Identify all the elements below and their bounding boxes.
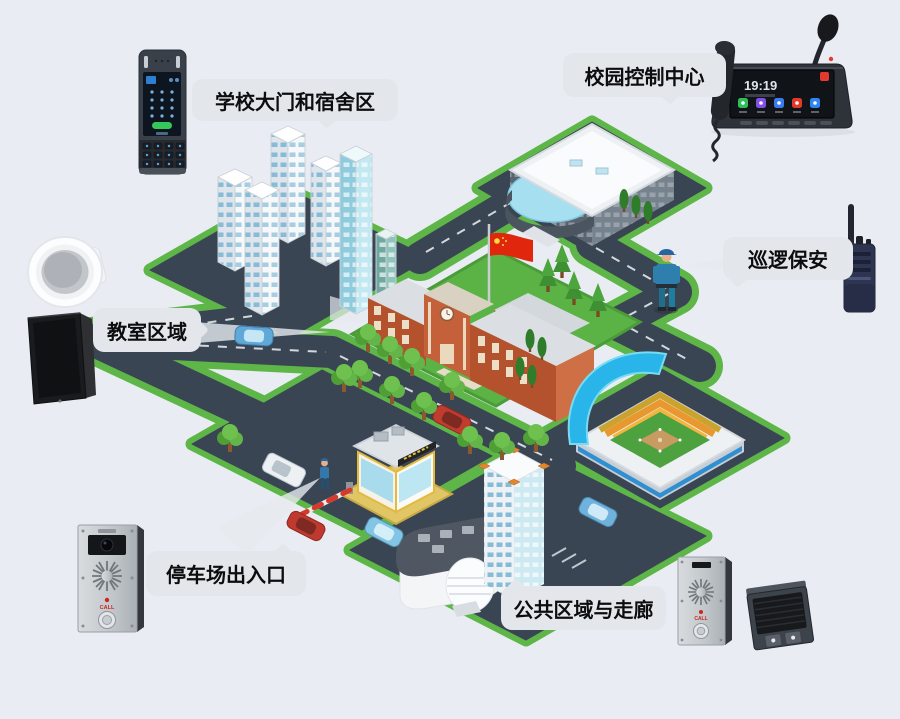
door-intercom-camera-icon: CALL bbox=[77, 524, 144, 633]
horn-speaker-device bbox=[742, 572, 824, 658]
vehicles bbox=[234, 325, 618, 548]
console-screen-time: 19:19 bbox=[744, 78, 777, 93]
paging-console-icon: 19:19 bbox=[710, 14, 855, 163]
label-school-gate-dorm-text: 学校大门和宿舍区 bbox=[215, 91, 375, 114]
paging-console-device: 19:19 bbox=[688, 2, 860, 164]
wall-speaker-device bbox=[24, 312, 100, 410]
label-patrol-guard: 巡逻保安 bbox=[723, 237, 853, 288]
door-intercom-camera-device: CALL bbox=[74, 510, 152, 638]
label-control-center: 校园控制中心 bbox=[563, 53, 726, 105]
stadium bbox=[567, 351, 747, 500]
intercom-call-text: CALL bbox=[100, 605, 115, 611]
label-patrol-guard-text: 巡逻保安 bbox=[748, 250, 828, 272]
parking-attendant bbox=[320, 458, 330, 489]
label-public-corridor-text: 公共区域与走廊 bbox=[513, 599, 654, 622]
security-guard bbox=[653, 249, 680, 314]
video-door-phone-icon bbox=[138, 49, 187, 175]
door-intercom-device: CALL bbox=[672, 548, 738, 670]
door-intercom-icon: CALL bbox=[677, 556, 732, 646]
ceiling-speaker-device bbox=[26, 232, 110, 314]
label-parking-gate: 停车场出入口 bbox=[146, 543, 306, 596]
horn-speaker-icon bbox=[746, 580, 815, 651]
dormitory-buildings bbox=[217, 125, 397, 316]
barrier-gate bbox=[299, 482, 353, 517]
intercom-call-text: CALL bbox=[694, 616, 707, 622]
label-parking-gate-text: 停车场出入口 bbox=[166, 565, 286, 587]
china-flag bbox=[490, 232, 533, 262]
public-area-buildings bbox=[396, 446, 551, 617]
label-control-center-text: 校园控制中心 bbox=[584, 66, 705, 89]
video-door-phone-device bbox=[138, 48, 188, 178]
walkie-talkie-device bbox=[840, 200, 890, 320]
label-classroom: 教室区域 bbox=[93, 308, 209, 352]
public-tower bbox=[477, 446, 551, 600]
wall-speaker-icon bbox=[27, 312, 96, 405]
ceiling-speaker-icon bbox=[27, 236, 107, 308]
label-school-gate-dorm: 学校大门和宿舍区 bbox=[192, 79, 398, 129]
label-classroom-text: 教室区域 bbox=[107, 321, 187, 344]
walkie-talkie-icon bbox=[841, 204, 876, 313]
parking-area bbox=[299, 424, 455, 526]
label-public-corridor: 公共区域与走廊 bbox=[501, 578, 666, 630]
